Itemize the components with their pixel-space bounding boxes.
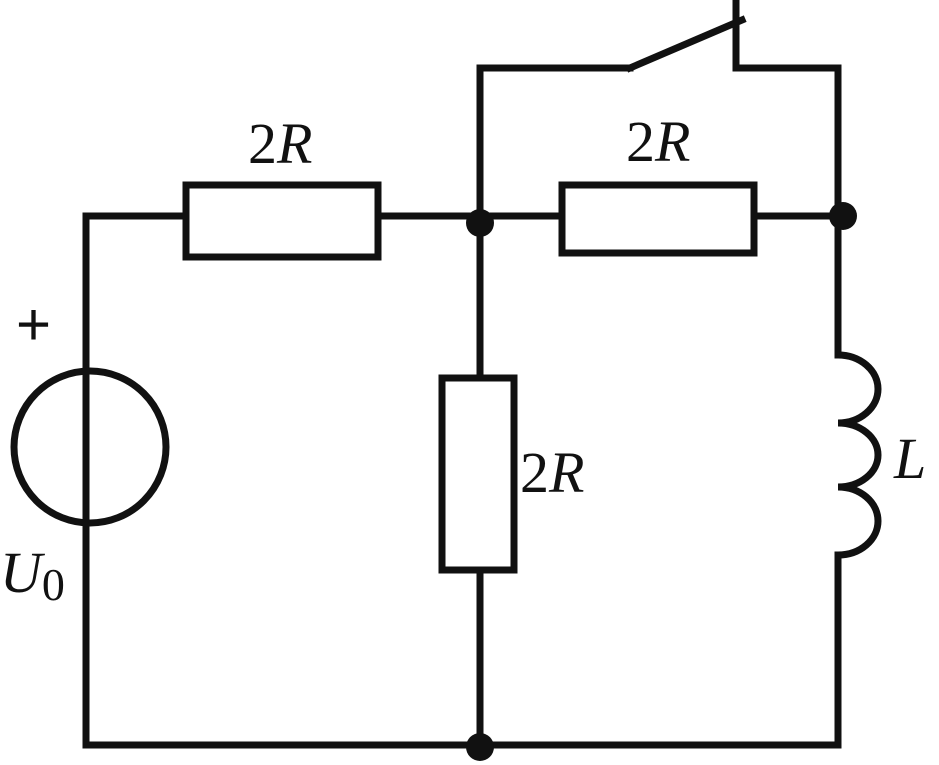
inductor-coil: [834, 351, 882, 559]
resistor-top-left: [182, 181, 382, 261]
resistor-top-left-label: 2R: [248, 111, 312, 176]
junction-node-right: [829, 202, 857, 230]
resistor-middle-symbol: R: [548, 440, 584, 505]
switch-blade: [625, 15, 747, 73]
resistor-middle-coef: 2: [520, 440, 549, 505]
resistor-top-right: [558, 181, 758, 257]
resistor-top-left-coef: 2: [248, 111, 277, 176]
wire-switch-left: [476, 64, 634, 220]
resistor-middle: [438, 374, 518, 574]
resistor-top-right-label: 2R: [626, 109, 690, 174]
wire-switch-right: [732, 0, 842, 220]
resistor-top-left-symbol: R: [276, 111, 312, 176]
resistor-middle-label: 2R: [520, 440, 584, 505]
resistor-top-right-coef: 2: [626, 109, 655, 174]
wire-top-left: [82, 212, 190, 749]
inductor-label: L: [893, 426, 926, 491]
source-label: U0: [0, 540, 65, 610]
junction-node-mid-top: [466, 209, 494, 237]
source-symbol: U: [0, 540, 46, 605]
junction-node-bottom: [466, 733, 494, 761]
resistor-top-right-symbol: R: [654, 109, 690, 174]
source-subscript: 0: [42, 559, 65, 610]
voltage-source: [10, 367, 170, 527]
source-plus-sign: +: [16, 291, 51, 358]
